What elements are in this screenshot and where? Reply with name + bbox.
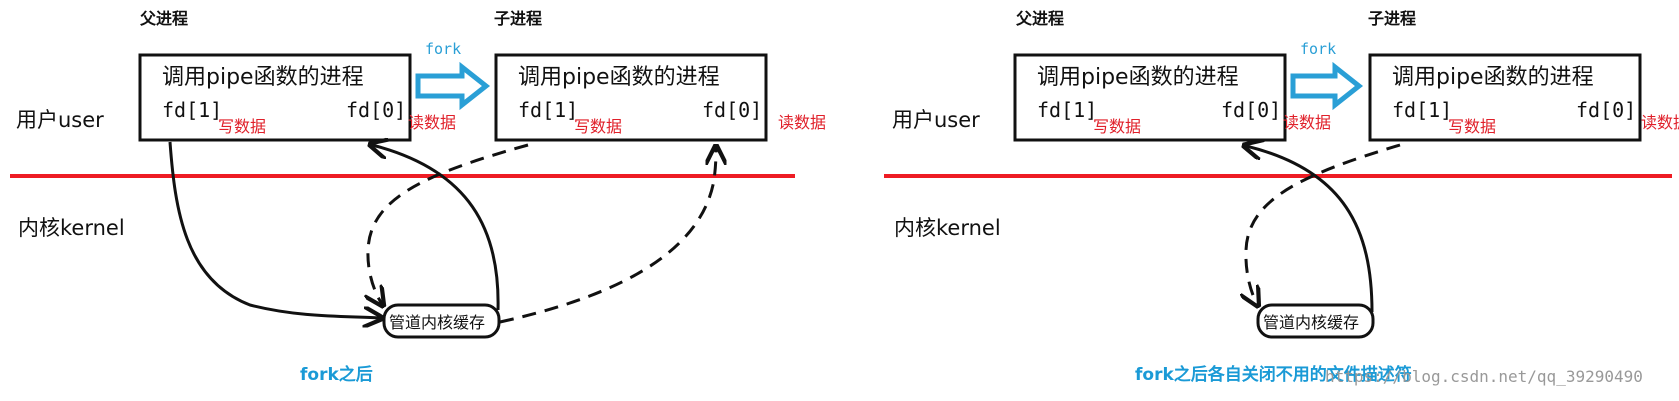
left-parent-read-note: 读数据 [408,113,456,132]
right-parent-fd0: fd[0] [1221,98,1281,122]
right-parent-title: 父进程 [1015,9,1064,28]
left-parent-box-title: 调用pipe函数的进程 [162,65,364,90]
left-caption: fork之后 [300,364,373,385]
left-parent-title: 父进程 [139,9,188,28]
right-parent-process-box [1013,53,1287,142]
watermark: https://blog.csdn.net/qq_39290490 [1325,367,1643,386]
left-parent-process-box [138,53,412,142]
left-child-write-arrow [368,143,529,304]
right-child-write-arrow [1246,143,1401,304]
right-child-fd1: fd[1] [1392,98,1452,122]
left-parent-write-note: 写数据 [218,117,266,136]
right-parent-read-arrow [1246,146,1374,313]
right-pipe-cache-box [1256,303,1375,339]
left-parent-read-arrow [372,145,500,311]
right-child-fd0: fd[0] [1576,98,1636,122]
left-child-write-note: 写数据 [574,117,622,136]
left-kernel-label: 内核kernel [18,216,125,240]
right-pipe-cache-label: 管道内核缓存 [1263,313,1359,332]
left-child-title: 子进程 [494,9,542,28]
left-panel: 父进程 子进程 用户user 内核kernel 调用pipe函数的进程 fd[1… [10,9,826,385]
right-parent-read-note: 读数据 [1283,113,1331,132]
right-caption: fork之后各自关闭不用的文件描述符 [1135,364,1412,385]
left-pipe-cache-label: 管道内核缓存 [389,313,485,332]
right-user-label: 用户user [892,108,980,132]
left-parent-write-arrow [168,141,380,318]
right-child-read-note: 读数据 [1641,113,1679,132]
right-child-process-box [1368,53,1642,142]
right-panel: 父进程 子进程 用户user 内核kernel 调用pipe函数的进程 fd[1… [884,9,1679,386]
right-parent-fd1: fd[1] [1037,98,1097,122]
left-child-read-note: 读数据 [778,113,826,132]
left-user-label: 用户user [16,108,104,132]
right-fork-label: fork [1300,40,1336,58]
left-child-box-title: 调用pipe函数的进程 [518,65,720,90]
left-fork-arrow-icon [415,61,491,111]
left-child-fd1: fd[1] [518,98,578,122]
left-child-process-box [494,53,768,142]
right-kernel-label: 内核kernel [894,216,1001,240]
right-child-box-title: 调用pipe函数的进程 [1392,65,1594,90]
right-parent-box-title: 调用pipe函数的进程 [1037,65,1239,90]
left-child-read-arrow [499,148,716,324]
right-child-title: 子进程 [1368,9,1416,28]
left-parent-fd0: fd[0] [346,98,406,122]
left-fork-label: fork [425,40,461,58]
right-child-write-note: 写数据 [1448,117,1496,136]
right-parent-write-note: 写数据 [1093,117,1141,136]
left-child-fd0: fd[0] [702,98,762,122]
right-fork-arrow-icon [1290,61,1364,111]
left-parent-fd1: fd[1] [162,98,222,122]
